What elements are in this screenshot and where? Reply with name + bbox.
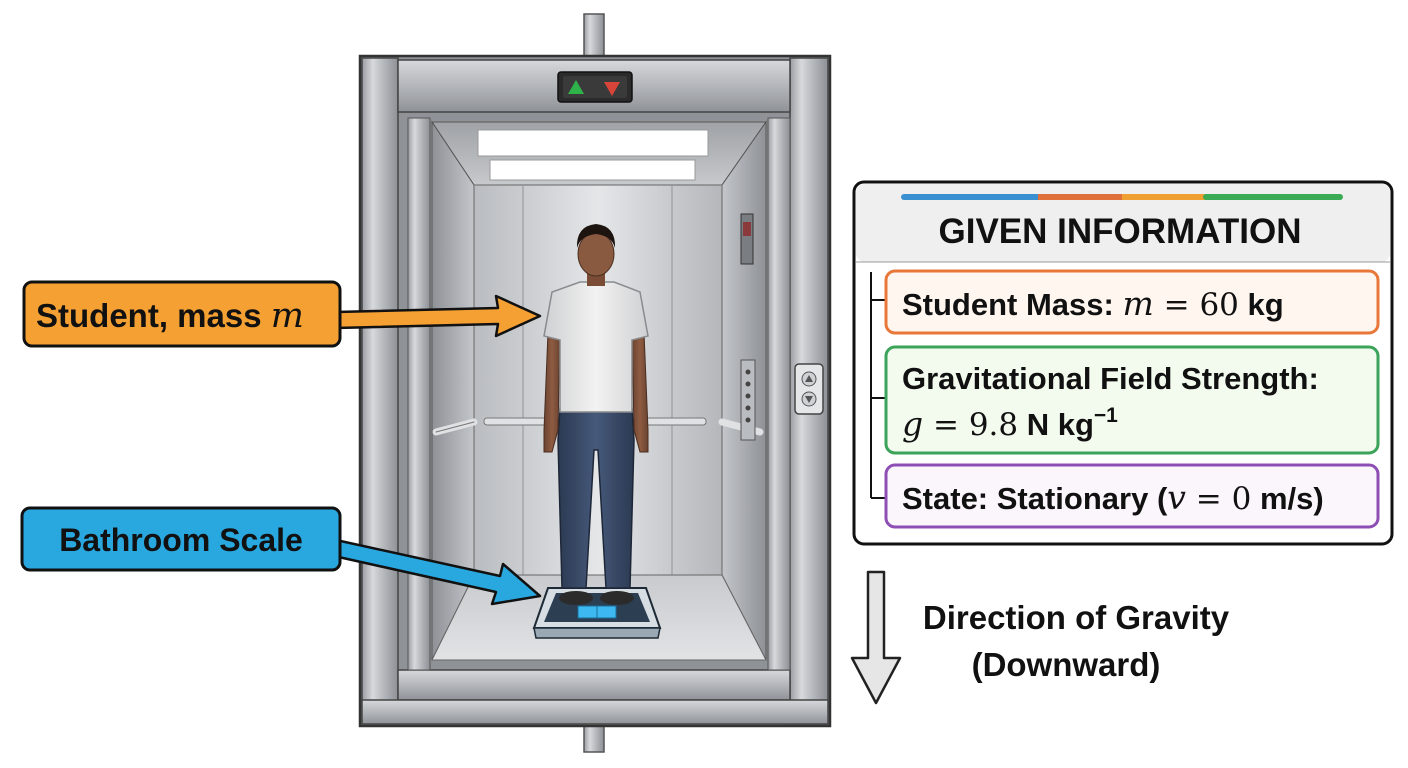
call-button-panel[interactable] bbox=[794, 363, 824, 415]
panel-connector bbox=[870, 272, 888, 499]
panel-title: GIVEN INFORMATION bbox=[939, 212, 1302, 251]
student-figure bbox=[543, 224, 649, 605]
left-shoe bbox=[559, 591, 593, 605]
student-callout-label: Student, mass m bbox=[36, 296, 304, 336]
student-callout: Student, mass m bbox=[22, 280, 542, 348]
info-item-mass-text: Student Mass: m = 60 kg bbox=[902, 284, 1284, 323]
interior-control-panel bbox=[740, 213, 754, 265]
scale-callout-box bbox=[20, 506, 342, 572]
up-arrow-icon bbox=[568, 80, 584, 94]
tshirt bbox=[543, 281, 649, 413]
gravity-arrow-icon bbox=[850, 570, 902, 705]
scale-callout: Bathroom Scale bbox=[20, 506, 542, 606]
right-shoe bbox=[600, 591, 634, 605]
info-item-gravity bbox=[884, 345, 1380, 455]
info-item-state-text: State: Stationary (v = 0 m/s) bbox=[902, 478, 1324, 517]
student-head bbox=[577, 231, 615, 277]
scale-callout-label: Bathroom Scale bbox=[59, 522, 303, 558]
student-callout-box bbox=[22, 280, 342, 348]
hair bbox=[576, 224, 616, 248]
floor-indicator bbox=[557, 71, 633, 103]
info-item-state bbox=[884, 463, 1380, 529]
gravity-label-line1: Direction of Gravity bbox=[923, 599, 1230, 636]
ceiling-light bbox=[489, 159, 696, 181]
info-item-mass bbox=[884, 269, 1380, 335]
gravity-direction: Direction of Gravity (Downward) bbox=[850, 570, 1230, 705]
ceiling-light bbox=[477, 129, 709, 157]
given-information-panel: GIVEN INFORMATION Student Mass: m = 60 k… bbox=[852, 180, 1394, 546]
info-item-gravity-value: g = 9.8 N kg−1 bbox=[902, 404, 1118, 443]
call-up-icon bbox=[805, 375, 813, 382]
bathroom-scale bbox=[532, 587, 662, 639]
down-arrow-icon bbox=[604, 82, 620, 96]
student-callout-arrow bbox=[334, 294, 542, 338]
elevator-cable-top bbox=[583, 13, 605, 61]
info-item-gravity-label: Gravitational Field Strength: bbox=[902, 361, 1319, 396]
call-down-icon bbox=[805, 396, 813, 403]
jeans bbox=[557, 407, 635, 589]
scale-callout-arrow bbox=[332, 538, 542, 606]
gravity-label-line2: (Downward) bbox=[972, 646, 1161, 683]
